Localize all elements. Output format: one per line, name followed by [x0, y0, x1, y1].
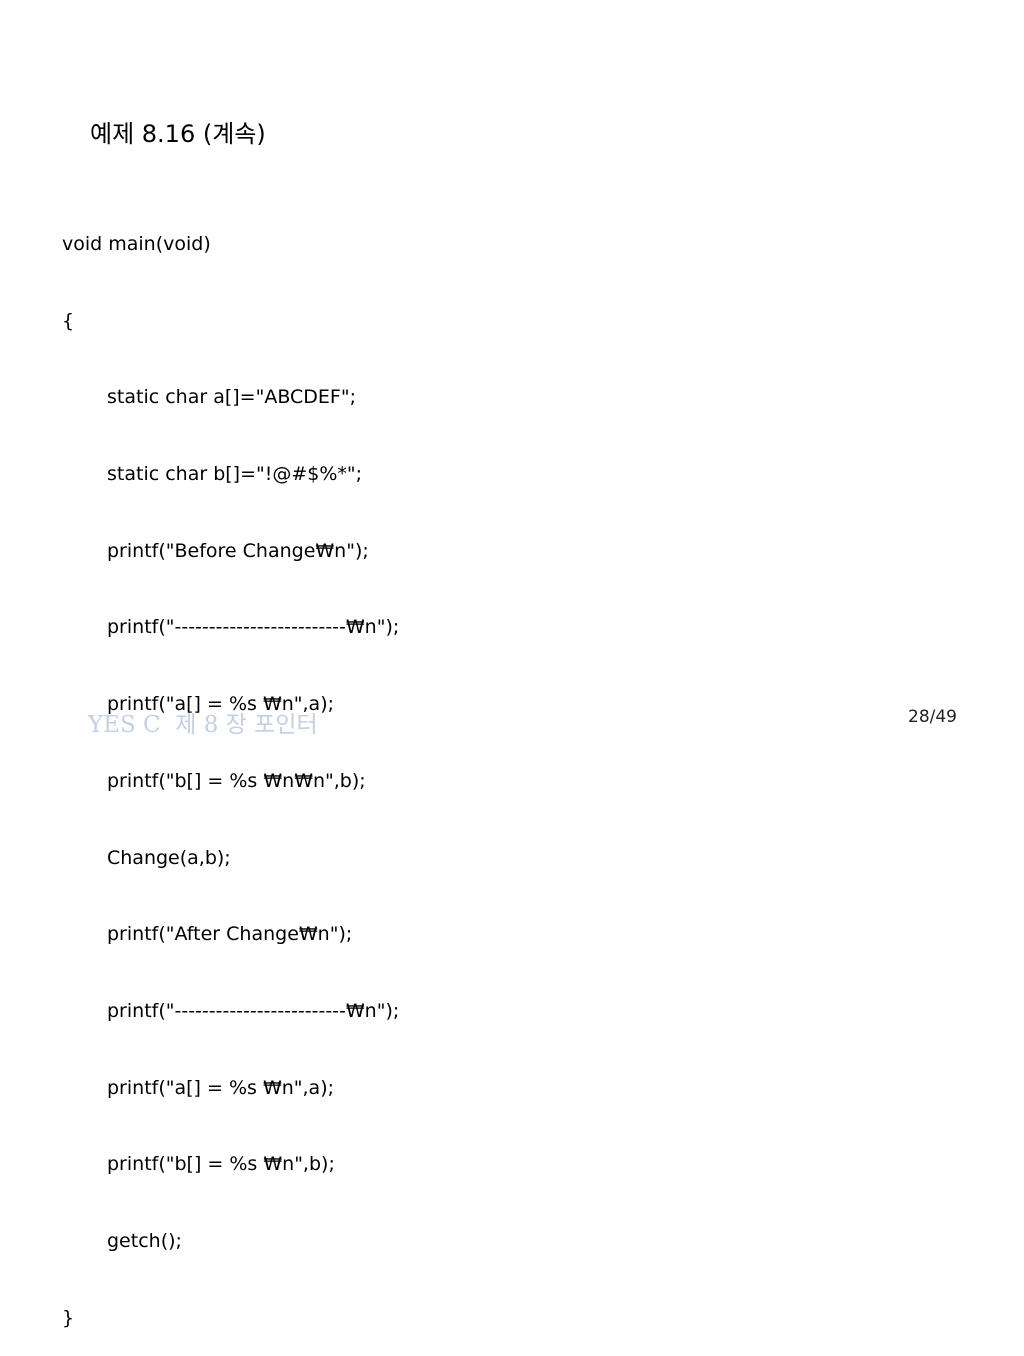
code-line: Change(a,b); — [107, 846, 231, 869]
code-line: printf("a[] = %s ₩n",a); — [107, 693, 335, 716]
code-line: static char a[]="ABCDEF"; — [107, 386, 356, 409]
code-line: } — [62, 1306, 75, 1329]
code-line: printf("a[] = %s ₩n",a); — [107, 1076, 335, 1099]
code-line: printf("-------------------------₩n"); — [107, 999, 400, 1022]
footer-course-title: YES C 제 8 장 포인터 — [88, 712, 318, 738]
code-line: static char b[]="!@#$%*"; — [107, 463, 363, 486]
slide-title: 예제 8.16 (계속) — [90, 120, 266, 148]
code-line: printf("-------------------------₩n"); — [107, 616, 400, 639]
code-line: printf("b[] = %s ₩n₩n",b); — [107, 769, 366, 792]
code-line: printf("After Change₩n"); — [107, 923, 353, 946]
page-number: 28/49 — [908, 707, 957, 727]
code-line: { — [62, 309, 75, 332]
code-line: getch(); — [107, 1229, 182, 1252]
code-line: printf("Before Change₩n"); — [107, 539, 369, 562]
code-line: void main(void) — [62, 233, 211, 255]
code-block: void main(void) { static char a[]="ABCDE… — [62, 184, 399, 1356]
code-line: printf("b[] = %s ₩n",b); — [107, 1153, 335, 1176]
